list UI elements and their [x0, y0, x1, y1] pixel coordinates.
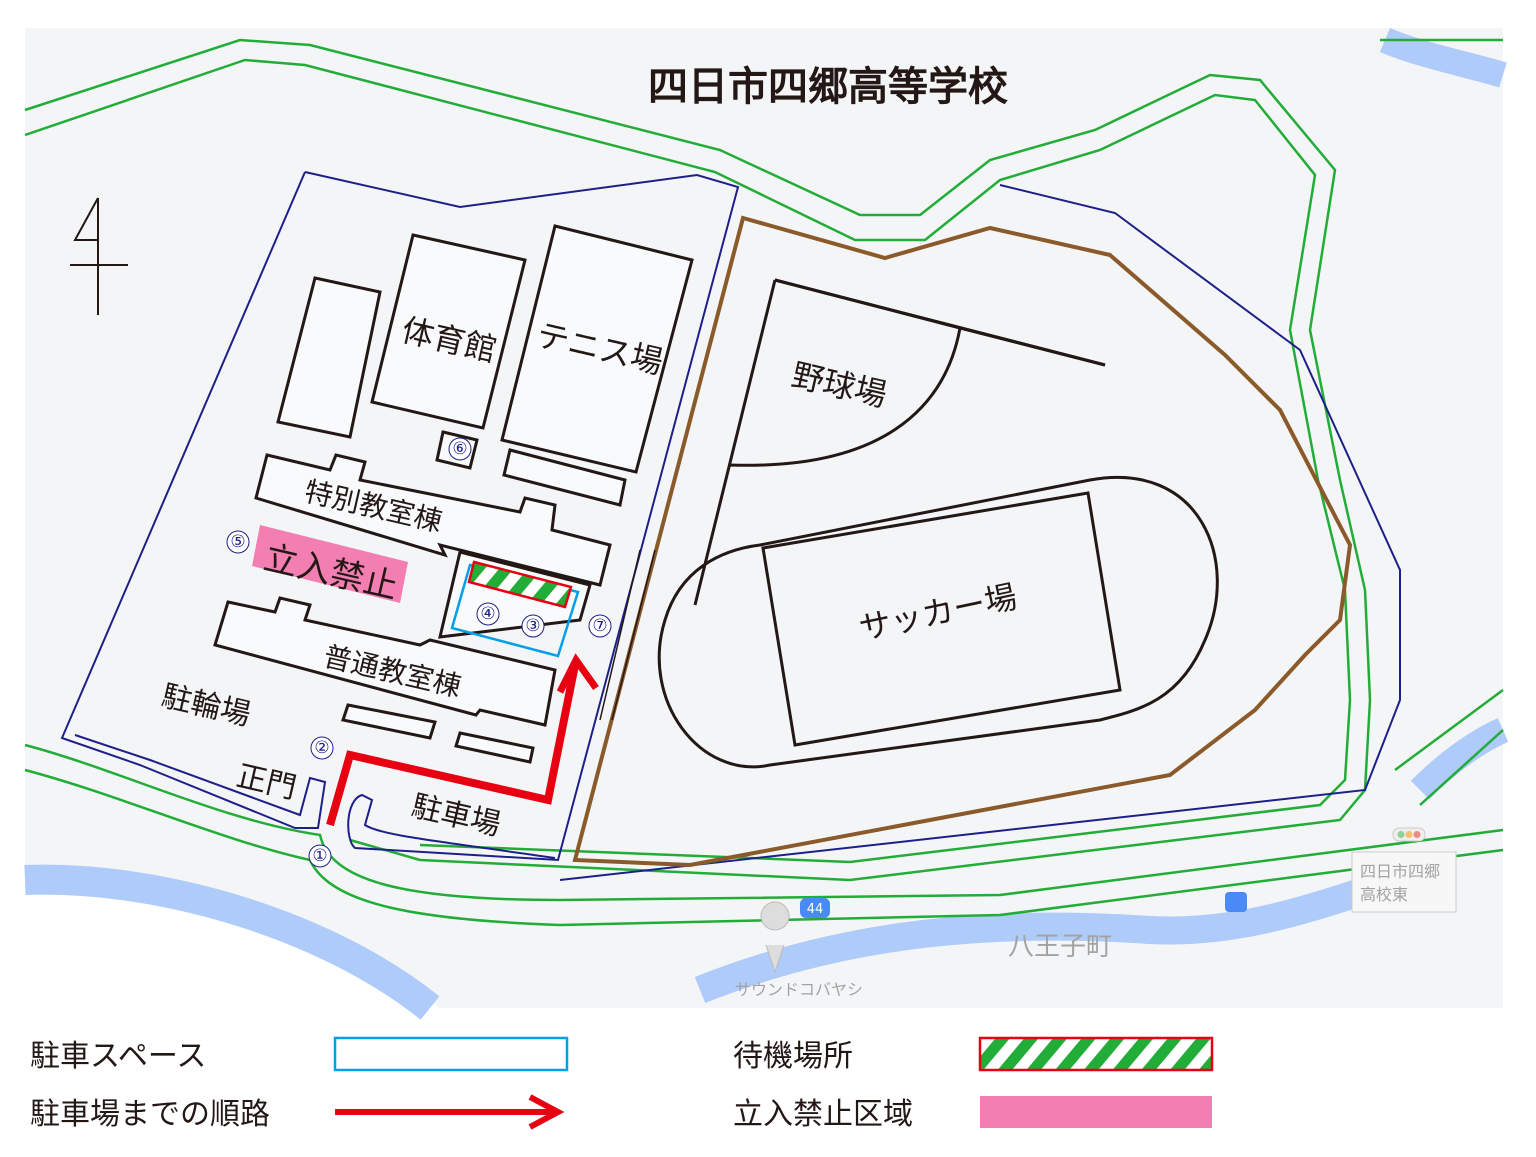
- place-pin-icon: [760, 901, 790, 974]
- marker-3: ③: [525, 616, 540, 636]
- marker-4: ④: [480, 604, 495, 624]
- marker-5: ⑤: [230, 532, 245, 552]
- river-bottom: [694, 866, 1404, 1004]
- bus-stop-name-line1: 四日市四郷: [1360, 862, 1440, 881]
- building-small-west: [276, 276, 382, 439]
- gym-building: [370, 233, 527, 430]
- marker-7: ⑦: [592, 616, 607, 636]
- route-number: 44: [807, 902, 824, 917]
- river-top: [1379, 27, 1507, 88]
- legend-waiting-area-swatch: [978, 1036, 1214, 1072]
- bus-stop-label-box: [1351, 851, 1457, 913]
- route-arrowhead-icon: [556, 653, 599, 694]
- traffic-light-icon: [1392, 827, 1426, 842]
- bus-stop-icon: [1225, 892, 1247, 912]
- route-path: [326, 664, 579, 827]
- marker-2: ②: [314, 738, 329, 758]
- building-small-south1: [341, 703, 437, 740]
- north-arrow-icon: [70, 197, 128, 315]
- legend-route-label: 駐車場までの順路: [30, 1097, 270, 1132]
- general-classroom-building: [213, 596, 557, 727]
- campus-boundary: [60, 171, 1401, 881]
- legend: 駐車スペース 駐車場までの順路 待機場所 立入禁止区域: [30, 1036, 1214, 1132]
- bus-stop-name-line2: 高校東: [1360, 885, 1408, 904]
- town-name: 八王子町: [1008, 932, 1112, 962]
- special-classroom-building: [254, 453, 612, 587]
- waiting-area: [467, 560, 573, 609]
- marker-1: ①: [312, 846, 327, 866]
- building-strip: [502, 448, 627, 507]
- route-shield-icon: [800, 898, 830, 918]
- river-left: [24, 864, 440, 1020]
- walkway: [599, 549, 656, 721]
- running-track: [657, 476, 1219, 769]
- soccer-field: [761, 491, 1122, 747]
- no-entry-zone: [252, 525, 408, 603]
- map-title: 四日市四郷高等学校: [648, 64, 1008, 110]
- building-small-south2: [454, 731, 535, 764]
- shop-name: サウンドコバヤシ: [735, 980, 863, 999]
- river: [25, 879, 440, 1008]
- legend-waiting-area-label: 待機場所: [733, 1039, 853, 1074]
- map-background: [25, 28, 1503, 1008]
- sports-field-boundary: [572, 215, 1353, 868]
- legend-no-entry-swatch: [980, 1096, 1212, 1128]
- marker-6: ⑥: [452, 439, 467, 459]
- river-right: [1410, 718, 1509, 800]
- legend-parking-space-swatch: [333, 1036, 569, 1072]
- baseball-field-lines: [693, 278, 1106, 606]
- legend-no-entry-label: 立入禁止区域: [733, 1097, 913, 1132]
- tennis-court: [500, 224, 694, 474]
- legend-route-arrow-icon: [335, 1094, 565, 1130]
- legend-parking-space-label: 駐車スペース: [30, 1039, 206, 1074]
- location-markers: ① ② ③ ④ ⑤ ⑥ ⑦: [226, 437, 612, 868]
